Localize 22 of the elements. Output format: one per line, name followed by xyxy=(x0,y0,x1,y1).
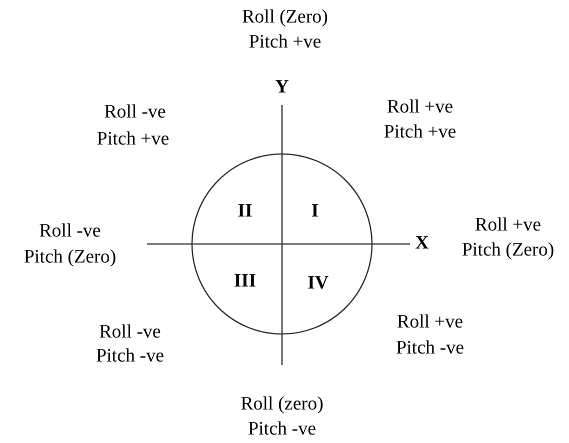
condition-text: Roll +ve xyxy=(386,98,454,118)
quadrant-number: IV xyxy=(307,274,329,294)
condition-text: Pitch -ve xyxy=(396,338,464,360)
condition-text: Roll +ve xyxy=(396,312,464,334)
axis-label: Y xyxy=(275,78,289,98)
axis-label: X xyxy=(415,234,429,254)
condition-text: Roll (zero) xyxy=(240,394,324,416)
condition-text: Roll -ve xyxy=(39,222,101,242)
condition-text: Pitch +ve xyxy=(96,130,170,150)
condition-text: Roll -ve xyxy=(104,102,166,124)
condition-text: Roll -ve xyxy=(99,322,161,344)
quadrant-number: III xyxy=(234,272,256,292)
condition-text: Pitch (Zero) xyxy=(24,248,116,268)
condition-text: Pitch -ve xyxy=(248,420,316,440)
condition-text: Pitch (Zero) xyxy=(462,240,554,262)
condition-text: Pitch +ve xyxy=(248,32,322,54)
condition-text: Roll +ve xyxy=(474,216,542,236)
condition-text: Pitch -ve xyxy=(96,346,164,368)
quadrant-number: I xyxy=(311,202,319,222)
condition-text: Pitch +ve xyxy=(384,122,456,144)
quadrant-number: II xyxy=(238,202,252,222)
condition-text: Roll (Zero) xyxy=(242,8,328,28)
